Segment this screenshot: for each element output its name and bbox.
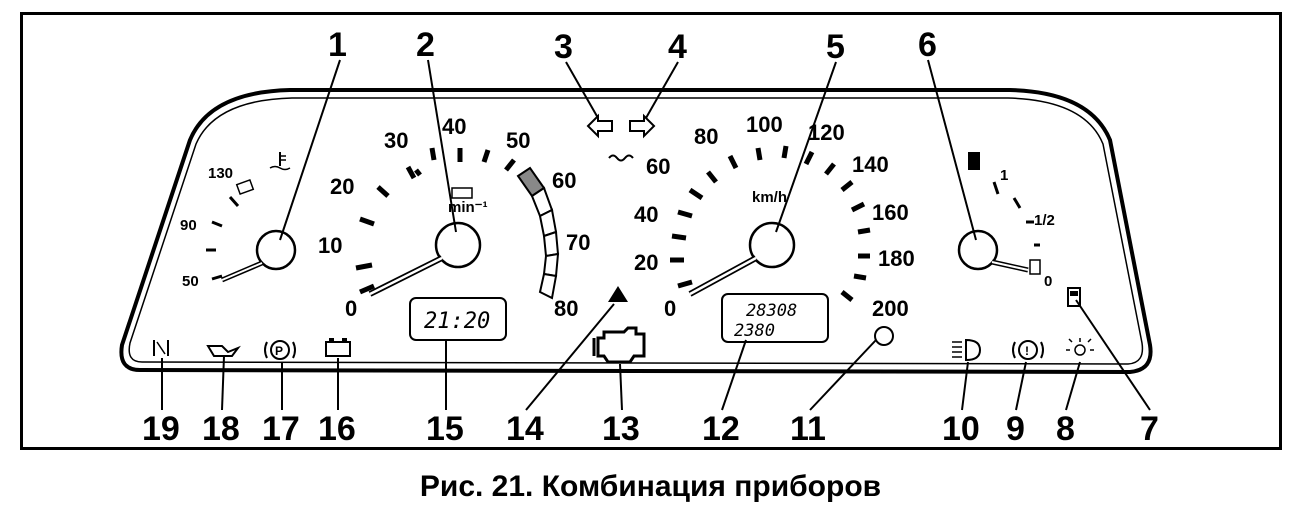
callout-12: 12: [702, 410, 740, 448]
coolant-temp-icon: [269, 152, 291, 171]
fuel-label-half: 1/2: [1034, 212, 1055, 229]
odometer-frame: [721, 293, 829, 343]
speed-label-160: 160: [872, 200, 909, 225]
cluster-inner-outline: [128, 97, 1144, 365]
callout-8: 8: [1056, 410, 1075, 448]
tacho-label-30: 30: [384, 128, 408, 153]
cluster-outline: [119, 88, 1153, 375]
speedometer: 0 20 40 60 80 100 120 140 160 180 200: [634, 112, 915, 321]
callout-19: 19: [142, 410, 180, 448]
glow-indicator-icon: [153, 340, 169, 356]
callout-3: 3: [554, 28, 573, 66]
fuel-label-full: 1: [1000, 167, 1008, 184]
tacho-unit: min⁻¹: [448, 199, 488, 216]
callout-2: 2: [416, 26, 435, 64]
callout-4: 4: [668, 28, 687, 66]
speed-label-140: 140: [852, 152, 889, 177]
callout-10: 10: [942, 410, 980, 448]
tacho-label-40: 40: [442, 114, 466, 139]
tacho-label-50: 50: [506, 128, 530, 153]
odometer-trip: 2380: [734, 321, 775, 341]
callout-9: 9: [1006, 410, 1025, 448]
leader-lines: [161, 59, 1151, 411]
fuel-empty-icon: [1029, 259, 1041, 275]
tachometer: 0 10 20 30 40 50 60 70 80 m: [318, 114, 590, 321]
callout-1: 1: [328, 26, 347, 64]
hazard-triangle-icon: [608, 286, 628, 302]
right-turn-signal-icon: [629, 113, 656, 139]
speed-label-100: 100: [746, 112, 783, 137]
check-engine-icon: [592, 326, 646, 364]
temp-gauge-hub: [255, 229, 297, 271]
diagram-frame: [20, 12, 1282, 450]
figure-caption: Рис. 21. Комбинация приборов: [419, 470, 882, 503]
tacho-label-80: 80: [554, 296, 578, 321]
callout-17: 17: [262, 410, 300, 448]
oil-pressure-icon: [206, 345, 241, 357]
temp-label-130: 130: [208, 165, 233, 182]
brake-warning-icon: !: [1012, 340, 1044, 360]
speed-label-180: 180: [878, 246, 915, 271]
fuel-label-empty: 0: [1044, 273, 1052, 290]
temp-label-50: 50: [182, 273, 199, 290]
callout-11: 11: [790, 410, 826, 448]
fuel-icon: [968, 152, 980, 170]
tacho-label-0: 0: [345, 296, 357, 321]
battery-icon: [325, 338, 351, 357]
odometer-total: 28308: [746, 301, 797, 321]
tacho-redline-band: [516, 166, 560, 300]
callout-18: 18: [202, 410, 240, 448]
tacho-label-20: 20: [330, 174, 354, 199]
side-lights-icon: [1066, 338, 1094, 356]
clock-display: 21:20: [424, 309, 490, 334]
speed-unit: km/h: [752, 189, 787, 206]
glow-plug-icon: [608, 154, 634, 162]
speedometer-hub: [748, 221, 796, 269]
tacho-label-60: 60: [552, 168, 576, 193]
speed-label-40: 40: [634, 202, 658, 227]
left-turn-signal-icon: [586, 113, 613, 139]
fuel-gauge-hub: [957, 229, 999, 271]
speed-label-20: 20: [634, 250, 658, 275]
clock-display-frame: [409, 297, 507, 341]
rpm-icon: [451, 187, 473, 199]
tachometer-hub: [434, 221, 482, 269]
callout-14: 14: [506, 410, 544, 448]
temp-warning-icon: [235, 178, 255, 196]
tacho-label-10: 10: [318, 233, 342, 258]
callout-16: 16: [318, 410, 356, 448]
callout-15: 15: [426, 410, 464, 448]
temp-label-90: 90: [180, 217, 197, 234]
instrument-cluster-diagram: 130 90 50 0 10 20 30 40 50 60 70 80: [119, 26, 1159, 448]
parking-brake-icon: P: [264, 340, 296, 360]
trip-reset-button: [874, 326, 894, 346]
callout-7: 7: [1140, 410, 1159, 448]
speed-label-80: 80: [694, 124, 718, 149]
callout-13: 13: [602, 410, 640, 448]
temperature-gauge: 130 90 50: [180, 152, 297, 290]
tacho-label-70: 70: [566, 230, 590, 255]
callout-6: 6: [918, 26, 937, 64]
speed-label-60: 60: [646, 154, 670, 179]
callout-5: 5: [826, 28, 845, 66]
speed-label-0: 0: [664, 296, 676, 321]
svg-text:P: P: [275, 344, 283, 358]
svg-text:!: !: [1025, 344, 1029, 358]
fuel-gauge: 1 1/2 0: [957, 152, 1055, 290]
speed-label-200: 200: [872, 296, 909, 321]
low-beam-icon: [952, 338, 982, 362]
